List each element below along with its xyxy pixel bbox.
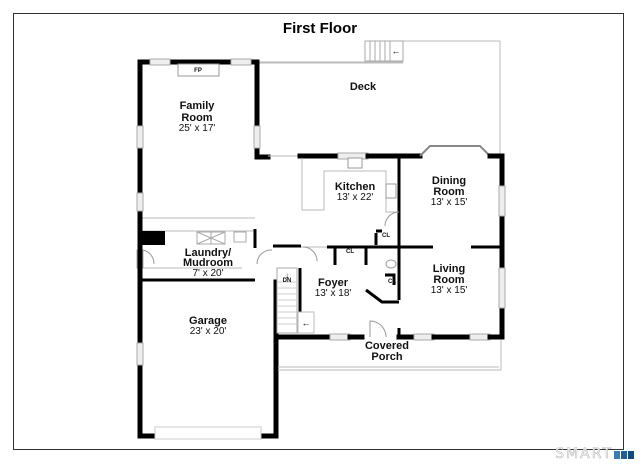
deck-label: Deck — [350, 81, 377, 93]
family-room-label: Family — [180, 100, 216, 112]
arrow-left-icon: ← — [392, 46, 401, 56]
front-wall — [273, 320, 505, 371]
laundry-label: Laundry/ — [185, 247, 231, 259]
dining-room-label: Dining — [432, 175, 466, 187]
svg-text:CL: CL — [382, 233, 390, 239]
kitchen-dims: 13' x 22' — [337, 192, 374, 203]
living-room-dims: 13' x 15' — [431, 285, 468, 296]
svg-text:Room: Room — [433, 274, 464, 286]
garage-dims: 23' x 20' — [190, 326, 227, 337]
logo-block-icon — [621, 451, 627, 459]
dining-room-dims: 13' x 15' — [431, 197, 468, 208]
garage-walls — [136, 211, 279, 440]
laundry-dims: 7' x 20' — [192, 268, 223, 279]
arrow-down-icon: ↓ — [285, 271, 289, 280]
page-frame — [13, 13, 624, 450]
garage-label: Garage — [189, 315, 227, 327]
brand-logo: SMART — [555, 446, 634, 462]
kitchen-label: Kitchen — [335, 181, 376, 193]
down-label: DN — [283, 278, 292, 284]
svg-text:Room: Room — [433, 186, 464, 198]
logo-block-icon — [614, 451, 620, 459]
logo-block-icon — [628, 451, 634, 459]
deck-outline: ← — [258, 40, 501, 155]
living-room-label: Living — [433, 263, 465, 275]
foyer-label: Foyer — [318, 277, 349, 289]
porch-label: Covered — [365, 340, 409, 352]
foyer-walls: ↓ DN ← CL CL CL — [273, 229, 401, 334]
kitchen-dining-walls — [268, 145, 506, 340]
svg-text:Porch: Porch — [371, 351, 402, 363]
foyer-dims: 13' x 18' — [315, 288, 352, 299]
svg-text:Room: Room — [181, 112, 212, 124]
arrow-left-icon: ← — [302, 318, 311, 328]
family-room-walls: FP — [136, 58, 271, 217]
closet-label: CL — [346, 249, 354, 255]
floor-title: First Floor — [282, 20, 358, 37]
family-room-dims: 25' x 17' — [179, 123, 216, 134]
fireplace-label: FP — [194, 68, 202, 74]
svg-text:Mudroom: Mudroom — [183, 257, 233, 269]
svg-text:CL: CL — [388, 279, 396, 285]
